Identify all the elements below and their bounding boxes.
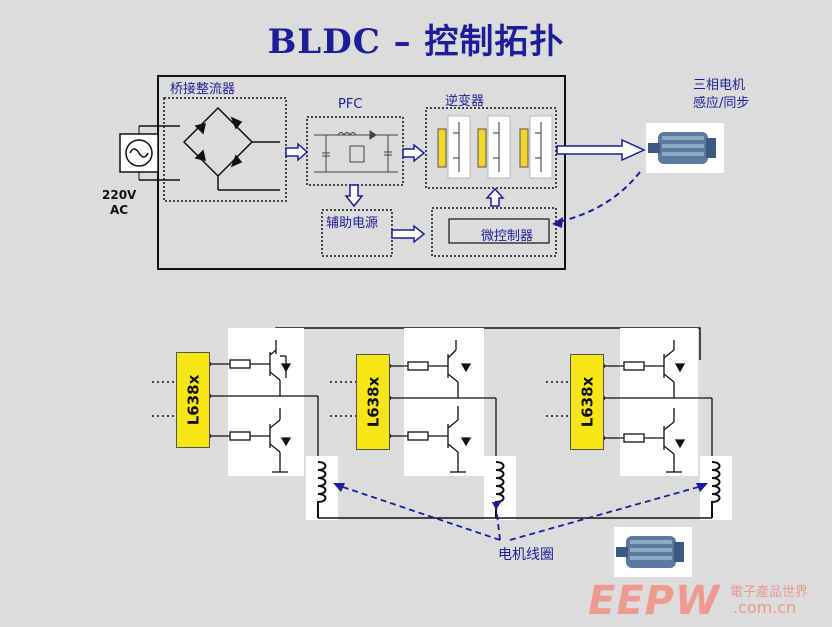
bridge-rectifier-icon (182, 106, 280, 191)
motor-image-bottom (614, 527, 692, 577)
inverter-label: 逆变器 (445, 94, 485, 109)
half-bridge-1 (210, 340, 319, 473)
ac-voltage-label: 220V (102, 188, 137, 202)
arrow-aux-to-mcu (391, 224, 426, 244)
coil-label: 电机线圈 (498, 547, 554, 563)
feedback-arrow (557, 171, 641, 223)
driver-chip-1: L638x (176, 352, 210, 448)
coil-2-icon (495, 461, 505, 518)
coil-1-icon (317, 461, 327, 518)
eepw-cn-text: 電子產品世界 (730, 585, 809, 600)
pfc-label: PFC (338, 97, 363, 112)
mcu-outer-box (431, 207, 557, 257)
driver-chip-3: L638x (570, 354, 604, 450)
motor-label-1: 三相电机 (693, 78, 746, 93)
arrow-rect-to-pfc (285, 142, 309, 162)
motor-image-top (646, 123, 724, 173)
pfc-box (306, 116, 404, 186)
chip-label: L638x (184, 374, 203, 426)
arrow-pfc-to-aux (344, 184, 364, 208)
inverter-bridges-icon (437, 115, 553, 179)
coil-3-icon (711, 461, 721, 518)
arrow-pfc-to-inverter (402, 143, 426, 163)
arrow-mcu-to-inverter (485, 187, 505, 207)
eepw-logo: EEPW (588, 578, 721, 624)
chip-label: L638x (364, 376, 383, 428)
mcu-inner-box (448, 218, 550, 244)
driver-chip-2: L638x (356, 354, 390, 450)
ac-label: AC (110, 203, 129, 217)
ac-source-icon (119, 125, 180, 181)
arrow-inverter-to-motor (556, 138, 646, 162)
page-title: BLDC – 控制拓扑 (267, 22, 565, 62)
motor-label-2: 感应/同步 (693, 96, 750, 111)
mcu-label: 微控制器 (481, 229, 534, 244)
aux-power-label: 辅助电源 (326, 216, 379, 231)
pfc-circuit-icon (314, 130, 398, 173)
half-bridge-3 (604, 340, 713, 473)
inverter-box (425, 107, 557, 189)
rectifier-label: 桥接整流器 (170, 82, 236, 97)
chip-label: L638x (578, 376, 597, 428)
eepw-url-text: .com.cn (733, 598, 797, 617)
coil-pointers (339, 485, 703, 541)
half-bridge-2 (390, 340, 497, 473)
rectifier-box (163, 97, 287, 202)
